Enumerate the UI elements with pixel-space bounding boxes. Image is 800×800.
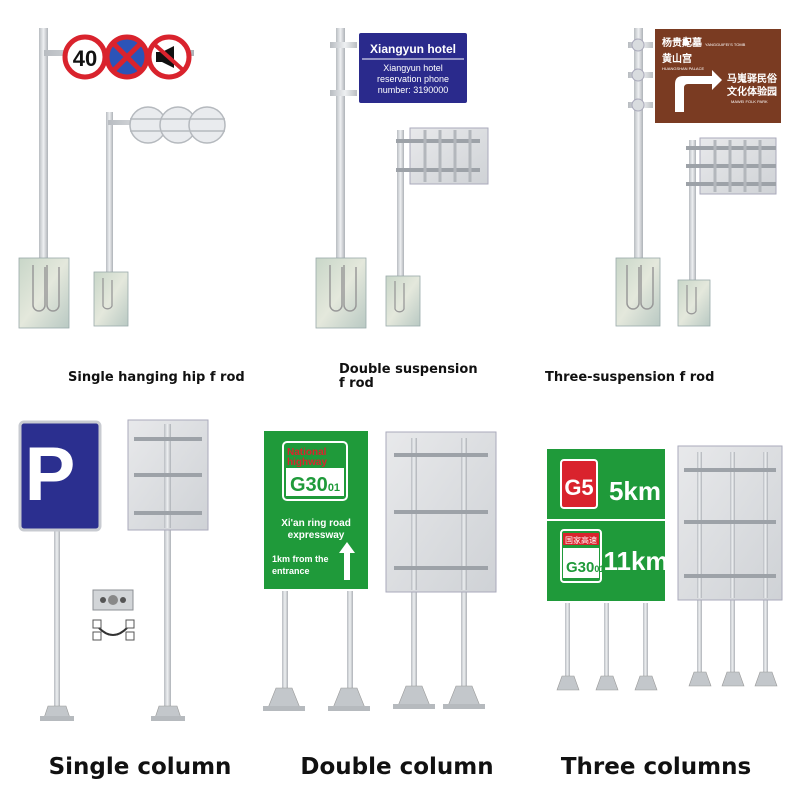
national-label-2: highway <box>287 457 327 468</box>
route-suffix-2: 01 <box>594 564 604 574</box>
up-arrow-icon <box>339 542 355 580</box>
distance-2: 11km <box>603 546 668 576</box>
turn-arrow-icon <box>675 70 722 112</box>
hotel-sign: Xiangyun hotel Xiangyun hotel reservatio… <box>357 31 469 105</box>
no-horn-sign <box>146 34 192 80</box>
caption-single-column: Single column <box>48 754 232 780</box>
caption-single-hanging: Single hanging hip f rod <box>68 370 245 385</box>
speed-limit-value: 40 <box>73 46 97 71</box>
brown-sign-mid-sub: HUANGSHAN PALACE <box>662 66 704 71</box>
no-stopping-sign <box>104 34 150 80</box>
panel-back <box>385 431 497 593</box>
brown-sign-top: 杨贵妃墓 <box>662 36 703 49</box>
hotel-line-2: reservation phone <box>377 74 449 84</box>
parking-sign: P <box>18 420 102 532</box>
brown-sign-right-sub: MAWEI FOLK PARK <box>731 99 768 104</box>
green-highway-sign: National highway G3001 Xi'an ring road e… <box>262 429 370 591</box>
double-column-group: National highway G3001 Xi'an ring road e… <box>262 429 497 711</box>
foundation-block <box>93 271 129 327</box>
tourist-direction-sign: 杨贵妃墓 YANGGUIFEI'S TOMB 黄山宫 HUANGSHAN PAL… <box>653 27 783 125</box>
green-line-1: Xi'an ring road <box>281 518 351 529</box>
svg-text:G3001: G3001 <box>566 559 604 576</box>
foundation-block <box>18 257 70 329</box>
hotel-line-3: number: 3190000 <box>378 85 449 95</box>
single-column-group: P <box>18 419 209 721</box>
route-number: G30 <box>290 474 328 496</box>
up-arrow-icon <box>682 36 690 45</box>
panel-back <box>127 419 209 531</box>
route-number-2: G30 <box>566 559 594 576</box>
route-g5: G5 <box>564 475 593 500</box>
distance-1: 5km <box>609 476 661 506</box>
speed-limit-sign: 40 <box>62 34 108 80</box>
route-suffix: 01 <box>328 482 340 494</box>
panel-back <box>677 445 783 601</box>
three-suspension-rod-group: 杨贵妃墓 YANGGUIFEI'S TOMB 黄山宫 HUANGSHAN PAL… <box>615 27 783 327</box>
caption-double-suspension-2: f rod <box>339 376 374 391</box>
national-expressway-label: 国家高速 <box>565 535 597 545</box>
panel-back <box>686 137 777 195</box>
caption-three-suspension: Three-suspension f rod <box>545 370 715 385</box>
green-line-2: expressway <box>288 530 345 541</box>
sign-backs <box>129 106 226 144</box>
hotel-title: Xiangyun hotel <box>370 42 456 56</box>
caption-double-column: Double column <box>300 754 494 780</box>
brown-sign-right-2: 文化体验园 <box>727 85 777 98</box>
brown-sign-mid: 黄山宫 <box>662 52 692 65</box>
svg-text:G3001: G3001 <box>290 474 340 496</box>
parking-letter: P <box>25 432 76 517</box>
brown-sign-top-sub: YANGGUIFEI'S TOMB <box>705 42 746 47</box>
caption-three-columns: Three columns <box>560 754 752 780</box>
green-distance-sign: G5 5km 国家高速 G3001 11km <box>545 447 669 603</box>
panel-back <box>396 127 489 185</box>
green-line-4: entrance <box>272 566 310 576</box>
brown-sign-right-1: 马嵬驿民俗 <box>727 72 778 85</box>
pole-clamp-hardware <box>92 589 135 641</box>
national-label-1: National <box>287 447 327 458</box>
green-line-3: 1km from the <box>272 554 329 564</box>
hotel-line-1: Xiangyun hotel <box>383 63 443 73</box>
double-suspension-rod-group: Xiangyun hotel Xiangyun hotel reservatio… <box>315 28 489 329</box>
three-columns-group: G5 5km 国家高速 G3001 11km <box>545 445 783 691</box>
caption-double-suspension-1: Double suspension <box>339 362 478 377</box>
single-hanging-rod-group: 40 <box>18 28 226 329</box>
